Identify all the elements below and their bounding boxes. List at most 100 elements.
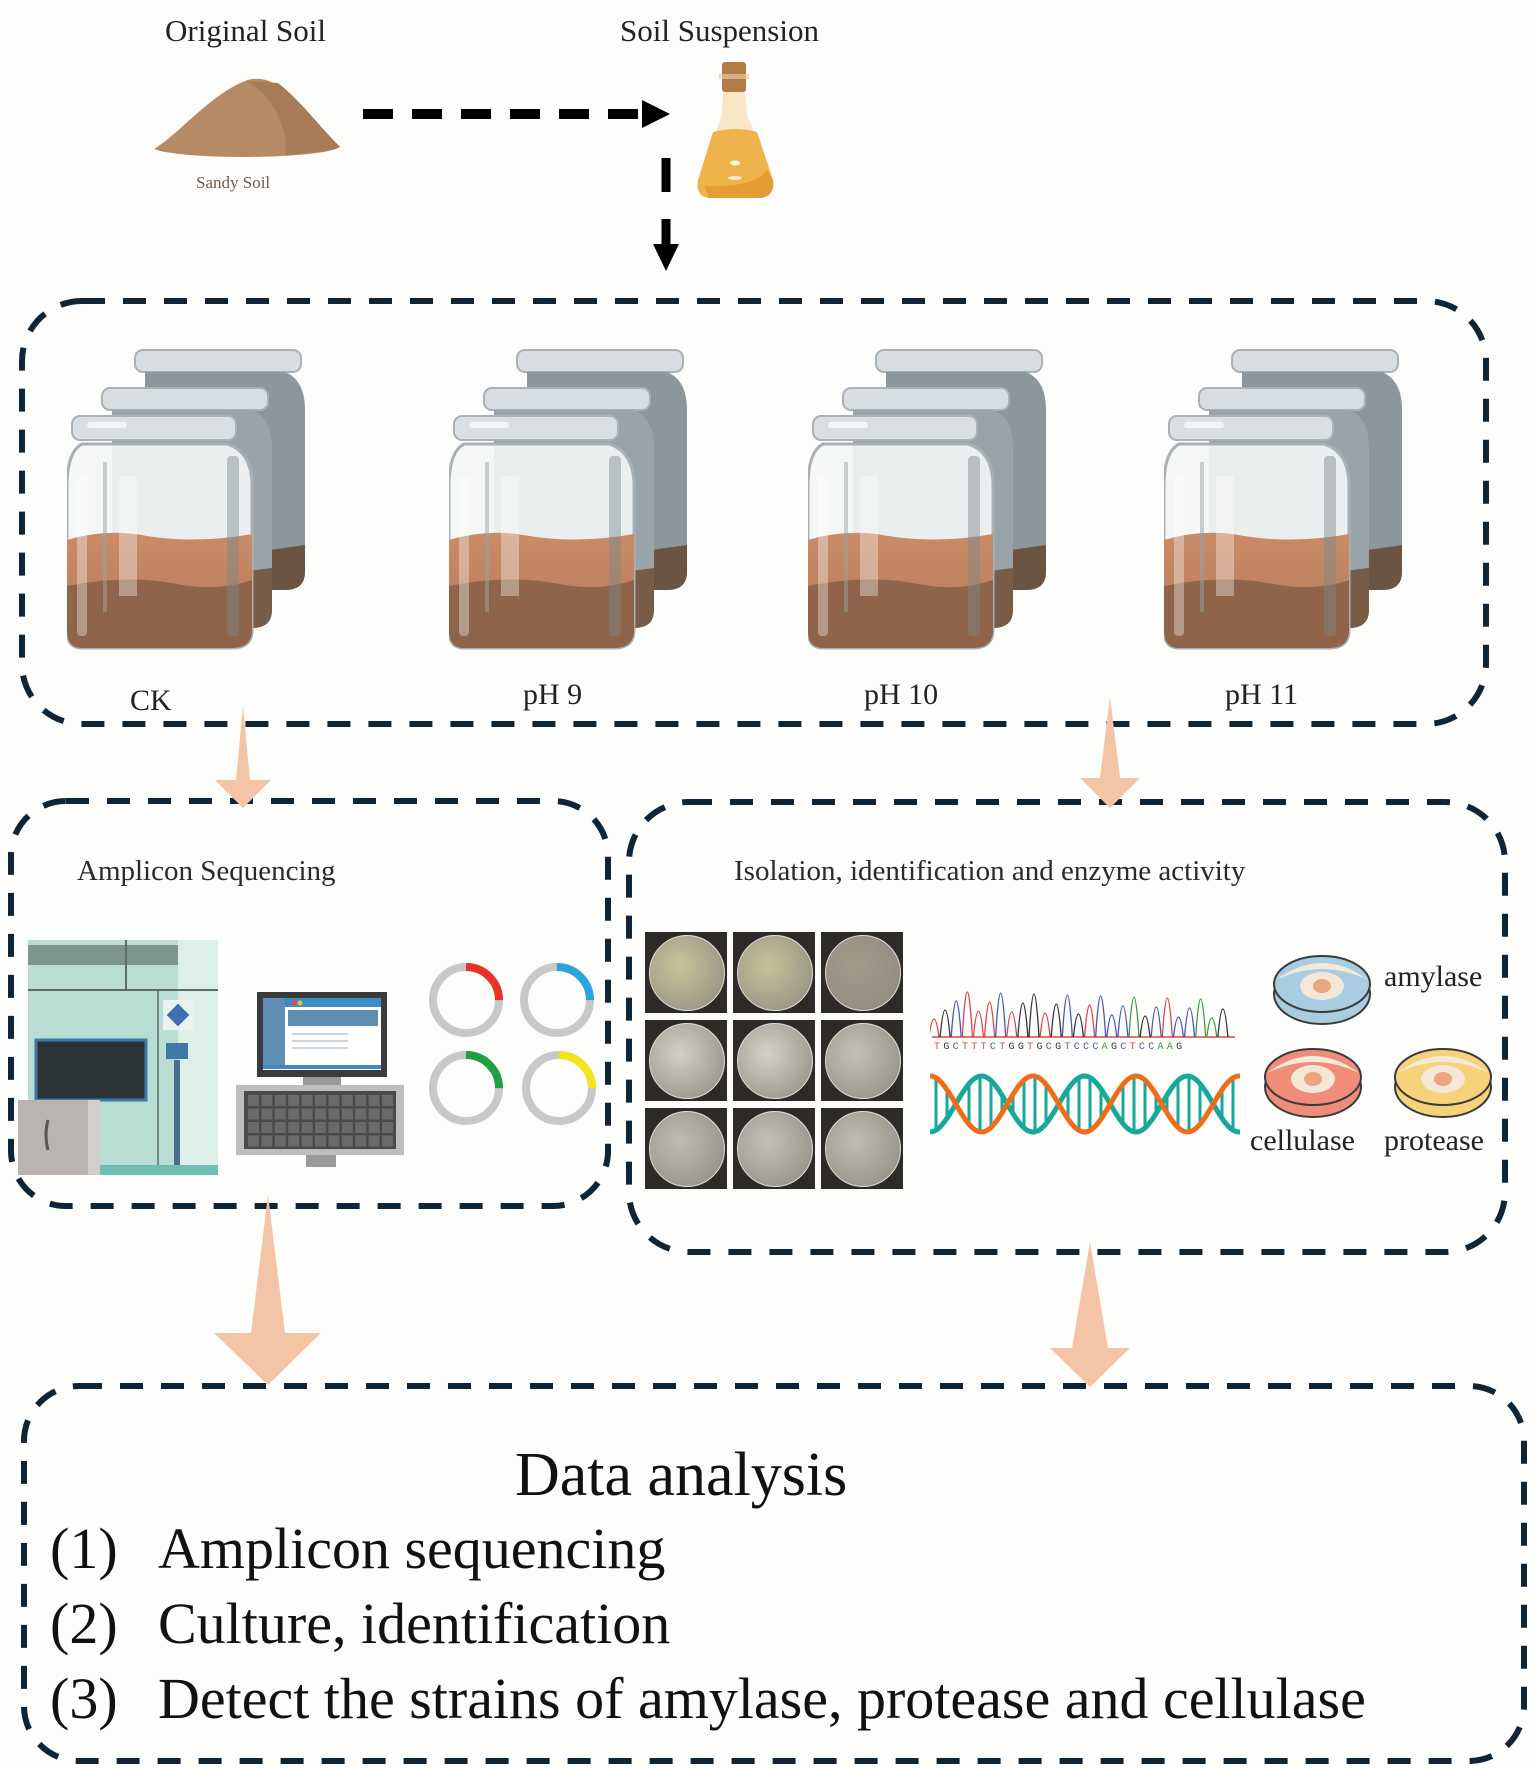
key bbox=[261, 1122, 273, 1133]
sequence-base: T bbox=[1027, 1042, 1037, 1053]
plate-rim bbox=[1397, 1056, 1489, 1073]
petri-dish-photo bbox=[821, 1108, 903, 1189]
flow-arrow-isolation-to-analysis bbox=[1050, 1242, 1130, 1387]
key bbox=[328, 1095, 340, 1106]
enzyme-label-protease: protease bbox=[1384, 1124, 1484, 1157]
chromatogram-peak bbox=[1017, 1002, 1029, 1038]
sequence-base: G bbox=[1055, 1042, 1065, 1053]
petri-dish-photo bbox=[645, 1108, 727, 1189]
key bbox=[382, 1095, 393, 1106]
key bbox=[355, 1122, 367, 1133]
sequence-base: A bbox=[1157, 1042, 1167, 1053]
donut-segment bbox=[429, 963, 503, 1037]
amplicon-title: Amplicon Sequencing bbox=[77, 855, 336, 887]
chromatogram-peak bbox=[1139, 1015, 1151, 1038]
chromatogram-peak bbox=[1039, 1012, 1051, 1038]
item-number: (1) bbox=[50, 1516, 118, 1581]
computer-icon bbox=[236, 992, 404, 1167]
sequence-base: T bbox=[934, 1042, 944, 1053]
jar-stack-ck bbox=[65, 340, 327, 655]
key bbox=[248, 1122, 259, 1133]
key bbox=[261, 1135, 273, 1147]
chromatogram-peak bbox=[1217, 1008, 1229, 1038]
chromatogram-peak bbox=[961, 991, 973, 1038]
petri-dish-photo bbox=[733, 1020, 815, 1101]
item-text: Culture, identification bbox=[158, 1591, 671, 1656]
item-text: Amplicon sequencing bbox=[158, 1516, 666, 1581]
key bbox=[274, 1135, 286, 1147]
key bbox=[248, 1135, 259, 1147]
original-soil-title: Original Soil bbox=[165, 13, 327, 48]
key bbox=[315, 1122, 326, 1133]
key bbox=[288, 1135, 300, 1147]
key bbox=[274, 1108, 286, 1120]
amylase-plate-icon bbox=[1273, 955, 1371, 1025]
chromatogram-peak bbox=[1083, 1004, 1096, 1038]
data-analysis-item: (1) Amplicon sequencing bbox=[50, 1515, 1366, 1590]
sequence-base: C bbox=[1073, 1042, 1083, 1053]
sequence-base: A bbox=[1166, 1042, 1177, 1053]
arrow-suspension-to-jars bbox=[653, 158, 679, 271]
donut-segment bbox=[522, 1051, 596, 1125]
helix-strand-b bbox=[930, 1073, 1240, 1135]
key bbox=[368, 1135, 380, 1147]
sequence-base: C bbox=[1045, 1042, 1056, 1053]
data-analysis-list: (1) Amplicon sequencing (2) Culture, ide… bbox=[50, 1515, 1366, 1740]
jar-stack-ph10 bbox=[806, 340, 1068, 655]
chromatogram-peak bbox=[930, 1018, 940, 1038]
donut-segment bbox=[520, 963, 594, 1037]
item-text: Detect the strains of amylase, protease … bbox=[158, 1666, 1366, 1731]
soil-pile-icon bbox=[154, 78, 340, 157]
sequence-base: G bbox=[1176, 1042, 1186, 1053]
sequence-base: A bbox=[1101, 1042, 1111, 1053]
petri-dish-photo bbox=[733, 932, 815, 1013]
donut-chart-group bbox=[429, 963, 596, 1125]
key bbox=[355, 1108, 367, 1120]
key bbox=[328, 1108, 340, 1120]
amplicon-box-border bbox=[8, 798, 611, 1209]
sequence-base: T bbox=[971, 1042, 981, 1053]
jar-label-ph11: pH 11 bbox=[1225, 678, 1299, 711]
chromatogram-peak bbox=[1028, 993, 1040, 1038]
sandy-soil-caption: Sandy Soil bbox=[196, 173, 271, 192]
chromatogram-peak bbox=[1061, 994, 1073, 1038]
sequence-base: C bbox=[1092, 1042, 1102, 1053]
data-analysis-item: (3) Detect the strains of amylase, prote… bbox=[50, 1665, 1366, 1740]
isolation-title: Isolation, identification and enzyme act… bbox=[734, 855, 1246, 887]
key bbox=[341, 1135, 353, 1147]
jar-label-ph9: pH 9 bbox=[523, 678, 583, 711]
key bbox=[315, 1135, 326, 1147]
chromatogram-peak bbox=[1050, 1003, 1062, 1038]
chromatogram-peak bbox=[939, 1009, 951, 1038]
key bbox=[274, 1122, 286, 1133]
data-analysis-item: (2) Culture, identification bbox=[50, 1590, 1366, 1665]
jar-label-ph10: pH 10 bbox=[864, 678, 939, 711]
sequence-base: C bbox=[1120, 1042, 1130, 1053]
key bbox=[261, 1095, 273, 1106]
sequence-base: C bbox=[952, 1042, 962, 1053]
chromatogram-peak bbox=[1206, 1017, 1218, 1038]
sequence-base: T bbox=[999, 1042, 1009, 1053]
key bbox=[341, 1108, 353, 1120]
enzyme-label-cellulase: cellulase bbox=[1250, 1124, 1355, 1157]
flask-icon bbox=[697, 62, 774, 198]
flow-arrow-amplicon-to-analysis bbox=[214, 1195, 321, 1385]
item-number: (3) bbox=[50, 1666, 118, 1731]
key bbox=[382, 1108, 393, 1120]
jar-stack-ph9 bbox=[447, 340, 709, 655]
soil-suspension-title: Soil Suspension bbox=[620, 13, 819, 48]
chromatogram-peak bbox=[950, 1000, 962, 1038]
petri-dish-photo bbox=[645, 1020, 727, 1101]
chromatogram-peak bbox=[972, 1010, 985, 1038]
data-analysis-title: Data analysis bbox=[515, 1441, 848, 1509]
sequence-base: T bbox=[961, 1042, 972, 1053]
key bbox=[355, 1135, 367, 1147]
chromatogram-peak bbox=[1106, 1014, 1118, 1038]
key bbox=[301, 1095, 313, 1106]
jar-label-ck: CK bbox=[130, 684, 172, 717]
arrow-soil-to-suspension bbox=[363, 100, 670, 128]
colony bbox=[1434, 1072, 1452, 1086]
colony bbox=[1304, 1072, 1322, 1086]
chromatogram-peak bbox=[1183, 1007, 1196, 1038]
petri-dish-photo bbox=[645, 932, 727, 1013]
